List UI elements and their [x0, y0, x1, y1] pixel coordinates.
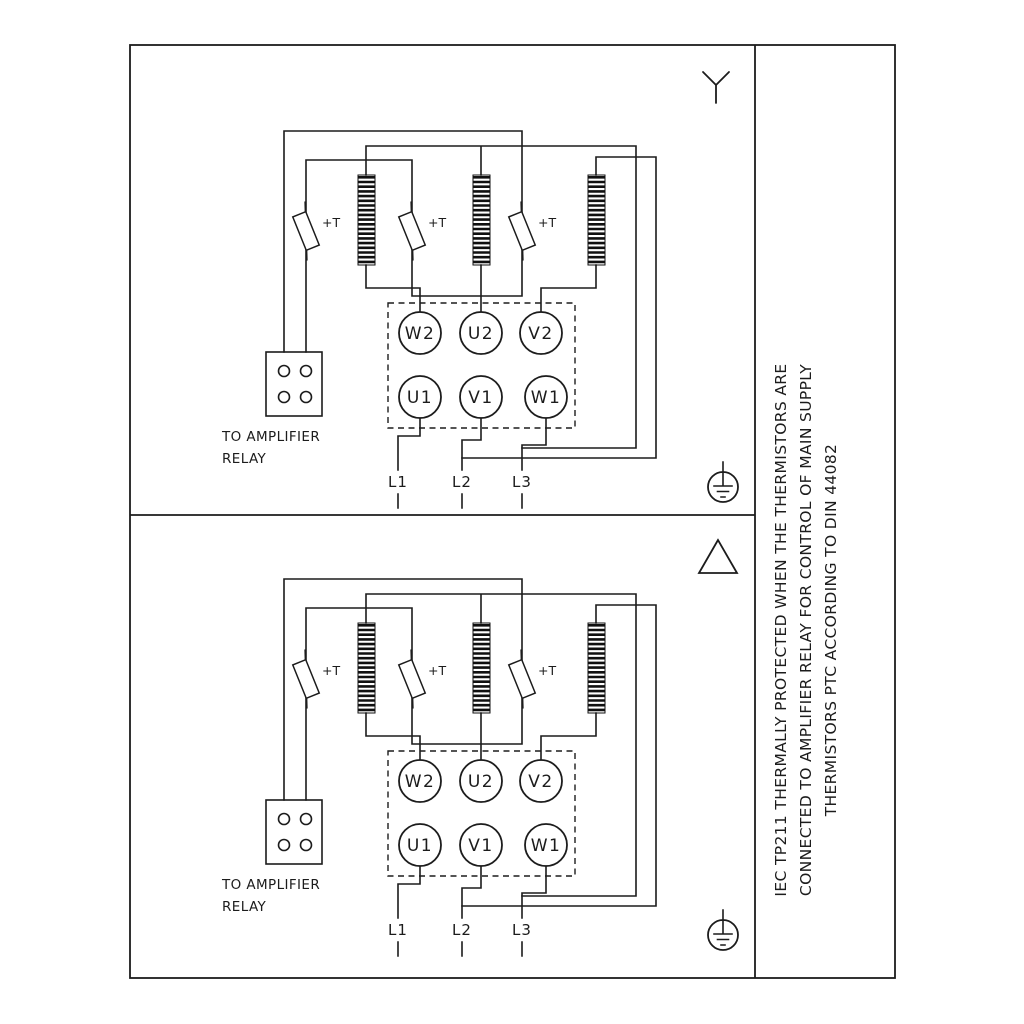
- star-icon: [702, 71, 730, 104]
- supply-label-L2: L2: [452, 921, 472, 939]
- relay-caption-line1: TO AMPLIFIER: [221, 877, 320, 893]
- winding-top-wires: [365, 593, 657, 907]
- side-note: IEC TP211 THERMALLY PROTECTED WHEN THE T…: [772, 363, 840, 896]
- terminal-box: W2 U2 V2 U1 V1 W1: [387, 302, 576, 429]
- winding-top-wires: [365, 145, 657, 459]
- terminal-U1: [398, 823, 442, 867]
- supply-wires: [397, 865, 547, 957]
- supply-label-L3: L3: [512, 473, 532, 491]
- supply-label-L2: L2: [452, 473, 472, 491]
- winding-coil-1: [357, 174, 376, 266]
- relay-box: [265, 799, 323, 865]
- thermistor-label: +T: [322, 663, 340, 678]
- diagram-frame: [129, 44, 896, 979]
- side-note-line2: CONNECTED TO AMPLIFIER RELAY FOR CONTROL…: [797, 364, 815, 896]
- terminal-label-W2: W2: [405, 324, 436, 344]
- delta-icon: [697, 538, 739, 574]
- thermistor-symbol-1: [291, 201, 321, 261]
- winding-bottom-wires: [365, 264, 597, 313]
- terminal-label-U1: U1: [407, 836, 433, 856]
- winding-coil-2: [472, 622, 491, 714]
- winding-coil-3: [587, 174, 606, 266]
- supply-wires: [397, 417, 547, 509]
- terminal-W2: [398, 759, 442, 803]
- terminal-U1: [398, 375, 442, 419]
- thermistor-symbol-3: [507, 649, 537, 709]
- relay-box: [265, 351, 323, 417]
- terminal-V1: [459, 823, 503, 867]
- thermistor-label: +T: [538, 663, 556, 678]
- terminal-W2: [398, 311, 442, 355]
- terminal-label-W2: W2: [405, 772, 436, 792]
- terminal-label-V1: V1: [468, 836, 493, 856]
- side-note-line3: THERMISTORS PTC ACCORDING TO DIN 44082: [822, 444, 840, 818]
- terminal-U2: [459, 311, 503, 355]
- terminal-V2: [519, 311, 563, 355]
- terminal-V2: [519, 759, 563, 803]
- thermistor-symbol-2: [397, 201, 427, 261]
- terminal-label-U2: U2: [468, 772, 494, 792]
- thermistor-symbol-2: [397, 649, 427, 709]
- thermistor-label: +T: [428, 215, 446, 230]
- panel-star: +T +T +T W2 U2 V2 U1 V1 W1: [221, 71, 739, 509]
- thermistor-label: +T: [428, 663, 446, 678]
- panel-delta: +T +T +T W2 U2 V2 U1 V1 W1: [221, 538, 739, 957]
- thermistor-symbol-1: [291, 649, 321, 709]
- earth-icon: [707, 909, 739, 951]
- earth-icon: [707, 461, 739, 503]
- terminal-W1: [524, 375, 568, 419]
- supply-label-L1: L1: [388, 921, 408, 939]
- terminal-label-U1: U1: [407, 388, 433, 408]
- terminal-U2: [459, 759, 503, 803]
- thermistor-label: +T: [322, 215, 340, 230]
- relay-caption-line1: TO AMPLIFIER: [221, 429, 320, 445]
- side-note-line1: IEC TP211 THERMALLY PROTECTED WHEN THE T…: [772, 363, 790, 896]
- terminal-V1: [459, 375, 503, 419]
- terminal-label-V2: V2: [528, 772, 553, 792]
- terminal-label-V1: V1: [468, 388, 493, 408]
- winding-coil-2: [472, 174, 491, 266]
- terminal-label-U2: U2: [468, 324, 494, 344]
- terminal-W1: [524, 823, 568, 867]
- supply-label-L1: L1: [388, 473, 408, 491]
- terminal-box: W2 U2 V2 U1 V1 W1: [387, 750, 576, 877]
- terminal-label-W1: W1: [531, 836, 562, 856]
- winding-coil-3: [587, 622, 606, 714]
- thermistor-label: +T: [538, 215, 556, 230]
- winding-coil-1: [357, 622, 376, 714]
- winding-bottom-wires: [365, 712, 597, 761]
- thermistor-circuit-wires: [283, 578, 523, 801]
- terminal-label-W1: W1: [531, 388, 562, 408]
- thermistor-symbol-3: [507, 201, 537, 261]
- supply-label-L3: L3: [512, 921, 532, 939]
- relay-caption-line2: RELAY: [222, 899, 267, 915]
- thermistor-circuit-wires: [283, 130, 523, 353]
- relay-caption-line2: RELAY: [222, 451, 267, 467]
- terminal-label-V2: V2: [528, 324, 553, 344]
